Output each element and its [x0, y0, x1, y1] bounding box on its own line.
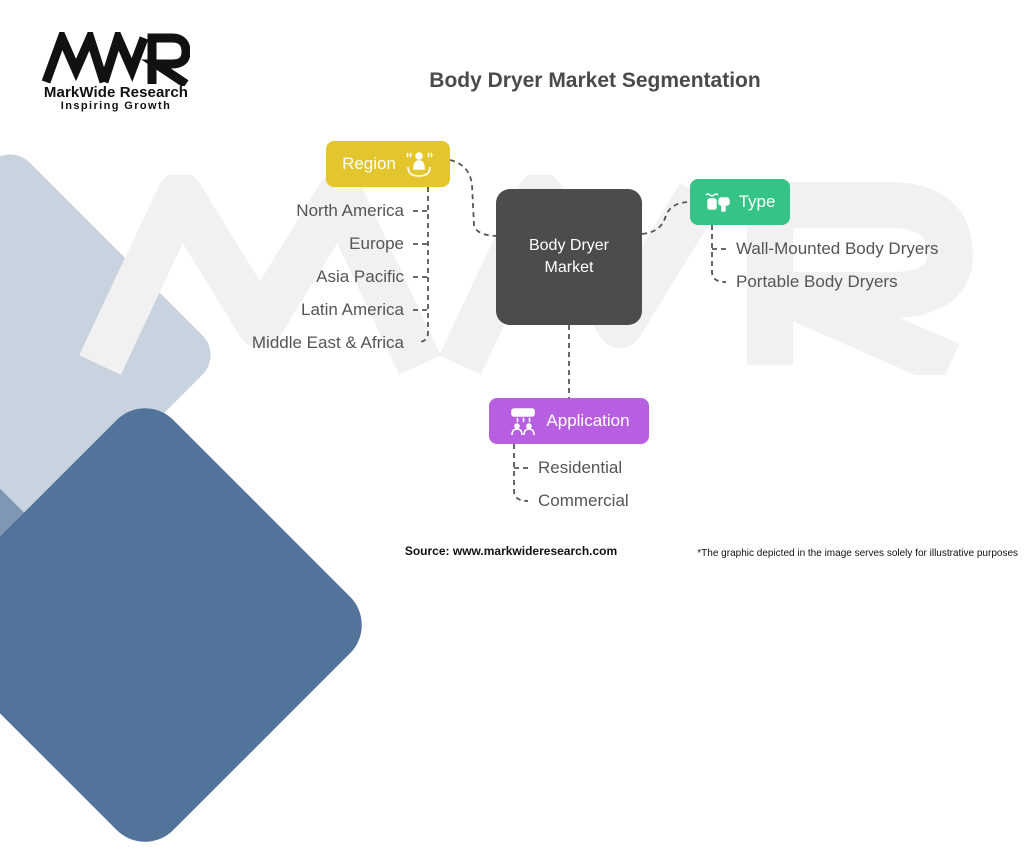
connector-type-spine [711, 225, 727, 283]
application-item: Residential [538, 458, 623, 477]
region-item: North America [296, 201, 404, 220]
connector-region-spine [417, 187, 429, 343]
connector-lines [413, 159, 727, 502]
region-item: Latin America [301, 300, 404, 319]
segment-type: Type [690, 179, 790, 225]
region-item: Asia Pacific [316, 267, 404, 286]
type-item: Portable Body Dryers [736, 272, 898, 291]
center-label-line2: Market [544, 259, 594, 276]
disclaimer-note: *The graphic depicted in the image serve… [697, 548, 1018, 559]
segment-region-label: Region [342, 154, 396, 173]
application-item: Commercial [538, 491, 629, 510]
segment-application-label: Application [546, 411, 630, 430]
segment-application: Application [489, 398, 649, 444]
dryer-icon [705, 193, 730, 212]
brand-logo-icon [41, 32, 190, 86]
source-text: Source: www.markwideresearch.com [404, 544, 618, 558]
connector-region [449, 159, 497, 237]
region-people-icon [406, 152, 433, 177]
page-title: Body Dryer Market Segmentation [429, 69, 761, 92]
brand-tagline: Inspiring Growth [60, 100, 172, 112]
segment-region: Region [326, 141, 450, 187]
shower-dryer-icon [511, 408, 536, 436]
connector-type [641, 201, 691, 235]
connector-application-spine [513, 444, 529, 502]
segment-type-label: Type [738, 192, 776, 211]
region-item: Middle East & Africa [251, 333, 404, 352]
brand-name: MarkWide Research [43, 84, 189, 101]
type-item: Wall-Mounted Body Dryers [736, 239, 939, 258]
center-label-line1: Body Dryer [528, 237, 610, 254]
region-item: Europe [349, 234, 404, 253]
